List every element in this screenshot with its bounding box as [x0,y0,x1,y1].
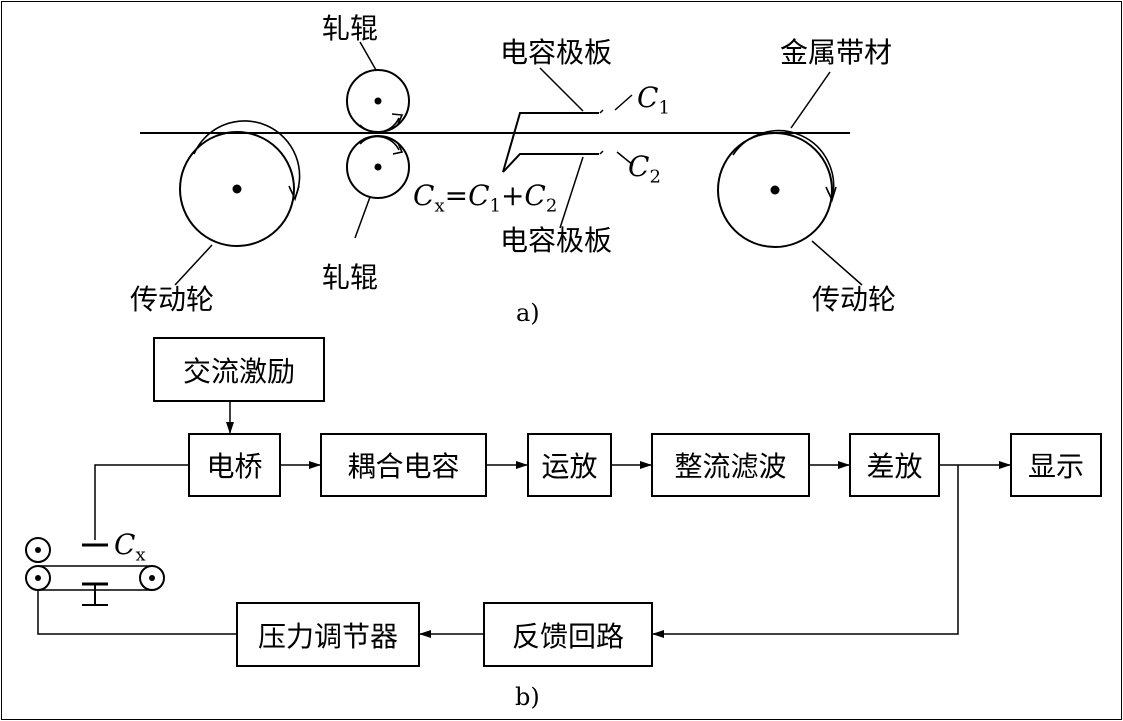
metal-strip-label: 金属带材 [780,36,893,69]
capacitor-plate-bottom [502,153,599,173]
op-amp-block: 运放 [527,433,612,497]
drive-wheel-right [717,129,837,248]
display-block: 显示 [1010,433,1102,497]
c1-label: C1 [637,81,670,119]
roller-bottom-label: 轧辊 [322,261,379,294]
roller-top [346,69,410,133]
caption-a: a) [516,299,540,327]
schematic-capacitor [82,543,108,606]
drive-wheel-left-label: 传动轮 [130,283,215,316]
rectifier-filter-block: 整流滤波 [651,433,810,497]
capacitor-plate-bottom-label: 电容极板 [500,224,613,257]
caption-b: b) [515,683,540,711]
drive-wheel-right-label: 传动轮 [812,283,897,316]
differential-amp-block: 差放 [849,433,940,497]
roller-bottom [346,135,410,199]
capacitor-plate-top [502,112,599,173]
capacitor-plate-top-label: 电容极板 [500,36,613,69]
ac-excitation-block: 交流激励 [153,337,325,402]
roller-top-label: 轧辊 [322,12,379,45]
capacitance-formula: Cx=C1+C2 [413,179,558,217]
cx-label: Cx [114,528,146,566]
drive-wheel-left [179,120,301,247]
coupling-capacitor-block: 耦合电容 [320,433,487,497]
feedback-loop-block: 反馈回路 [483,602,653,667]
c2-label: C2 [628,150,661,188]
schematic-rollers [25,537,165,591]
pressure-regulator-block: 压力调节器 [236,602,420,667]
bridge-block: 电桥 [188,433,281,497]
